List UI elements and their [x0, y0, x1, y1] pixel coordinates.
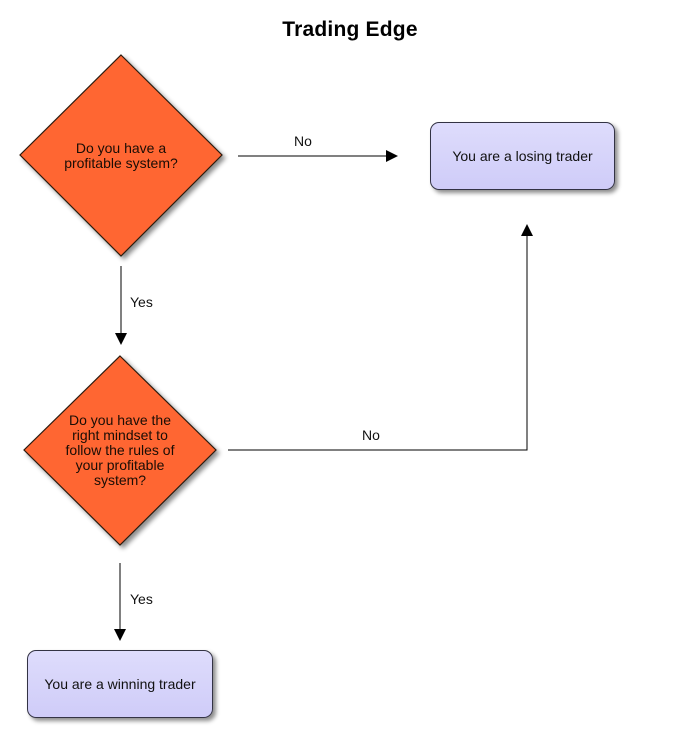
edge-label-mindset-no: No	[362, 427, 380, 443]
decision-diamond-system	[19, 54, 223, 257]
losing-trader-label: You are a losing trader	[452, 148, 593, 164]
decision-mindset-text: Do you have the right mindset to follow …	[65, 411, 175, 488]
edge-label-system-yes: Yes	[130, 294, 153, 310]
diagram-title: Trading Edge	[282, 18, 418, 41]
losing-trader-box: You are a losing trader	[430, 122, 615, 190]
edge-label-system-no: No	[294, 133, 312, 149]
winning-trader-box: You are a winning trader	[27, 650, 213, 718]
decision-system-text: Do you have a profitable system?	[64, 140, 178, 171]
decision-diamond-mindset	[23, 355, 217, 546]
edge-label-mindset-yes: Yes	[130, 591, 153, 607]
winning-trader-label: You are a winning trader	[44, 676, 196, 692]
arrow-mindset-no	[228, 224, 533, 451]
